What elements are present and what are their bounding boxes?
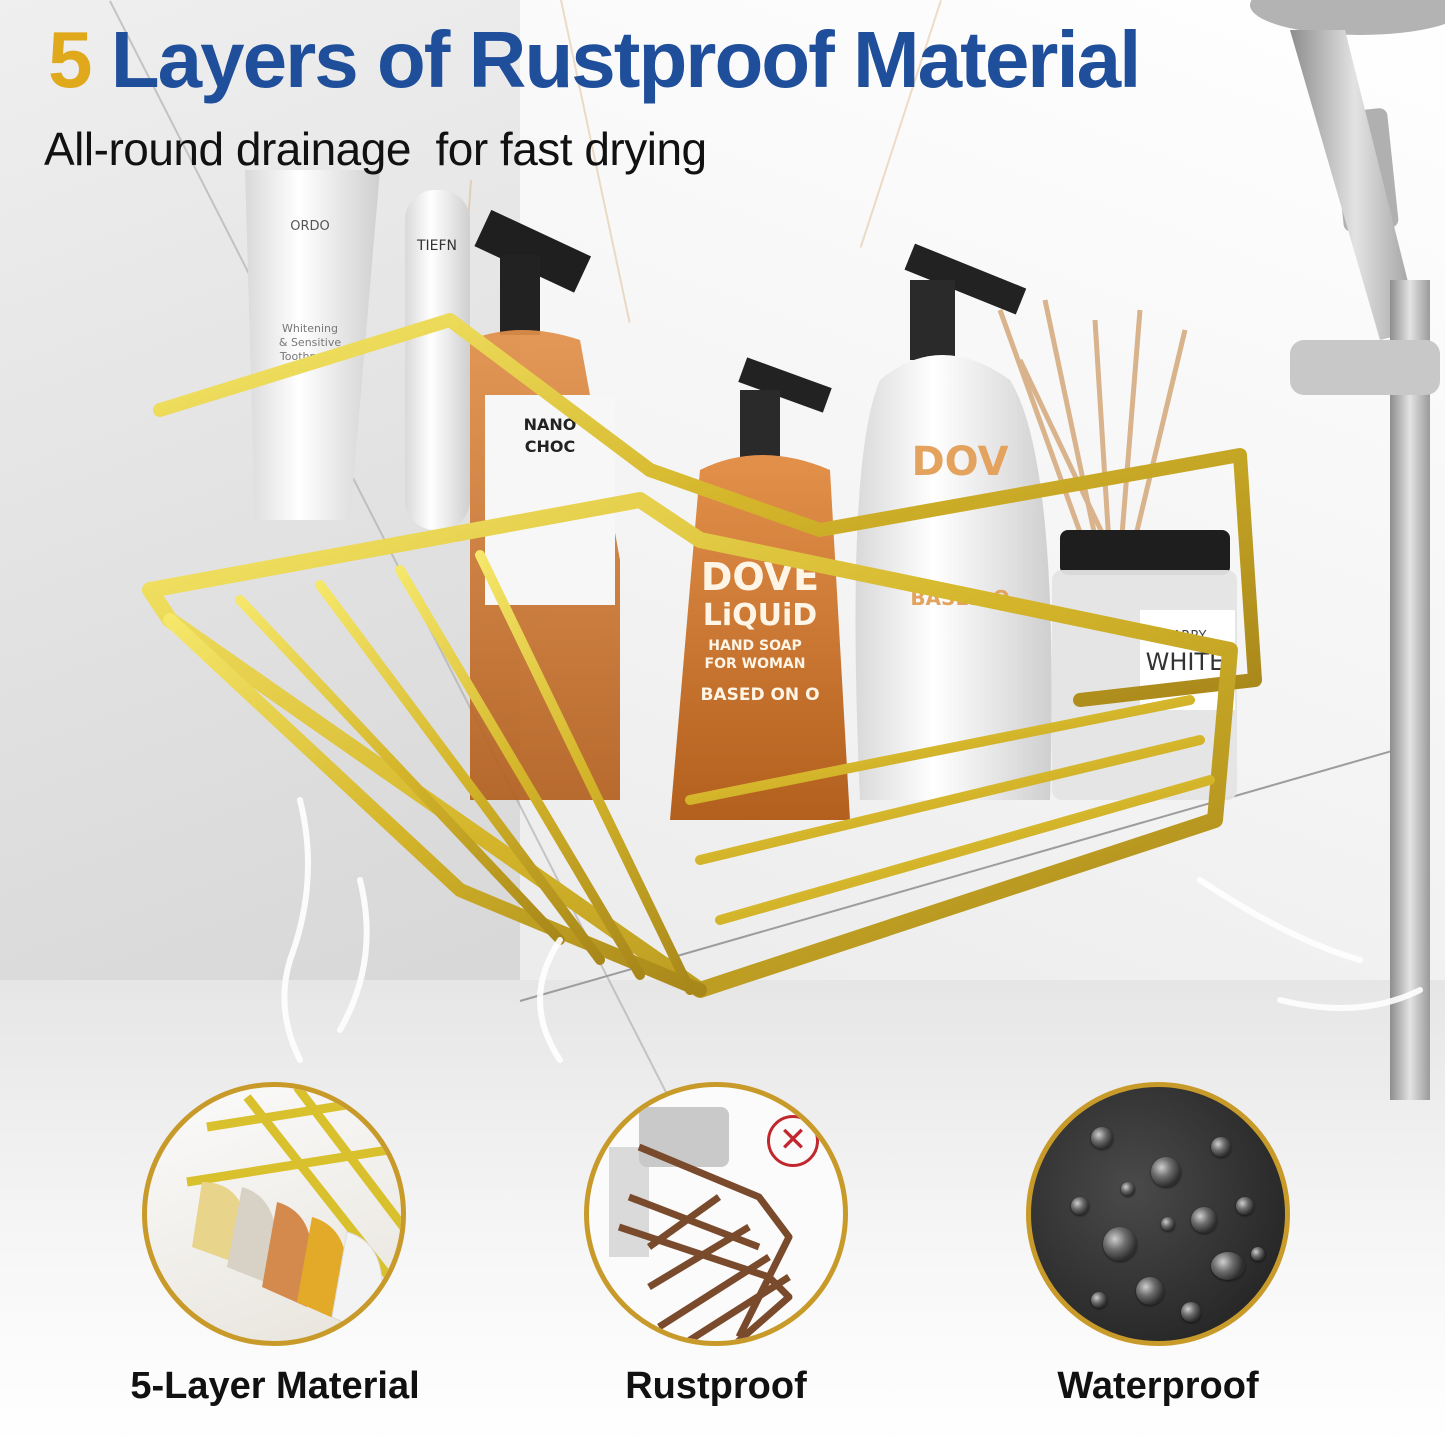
headline-text: Layers of Rustproof Material <box>110 15 1142 104</box>
svg-text:BASED ON O: BASED ON O <box>700 685 819 705</box>
page-headline: 5 Layers of Rustproof Material <box>48 20 1141 100</box>
product-scene: ORDO Whitening & Sensitive Toothpaste TI… <box>142 0 1445 1100</box>
feature-label-rustproof: Rustproof <box>625 1365 807 1407</box>
svg-text:FOR WOMAN: FOR WOMAN <box>705 656 806 672</box>
feature-badge-waterproof <box>1026 1082 1290 1346</box>
water-splash <box>281 797 1423 1063</box>
feature-badge-layers <box>142 1082 406 1346</box>
svg-text:HAND SOAP: HAND SOAP <box>708 638 801 654</box>
water-droplets-icon <box>1031 1087 1285 1341</box>
subheadline: All-round drainage for fast drying <box>44 123 707 175</box>
shower-head <box>1250 0 1445 1100</box>
face-oil-bottle: NANO CHOC <box>470 209 620 800</box>
svg-text:& Sensitive: & Sensitive <box>279 336 341 349</box>
svg-text:TIEFN: TIEFN <box>416 238 457 254</box>
svg-text:DOV: DOV <box>911 439 1008 485</box>
svg-text:Whitening: Whitening <box>282 322 338 335</box>
rusty-basket-icon <box>609 1107 793 1341</box>
svg-text:ORDO: ORDO <box>290 219 330 234</box>
feature-label-waterproof: Waterproof <box>1057 1365 1259 1407</box>
svg-text:CHOC: CHOC <box>525 437 575 456</box>
gold-shower-caddy <box>142 313 1262 998</box>
feature-badge-rustproof: ✕ <box>584 1082 848 1346</box>
feature-label-layers: 5-Layer Material <box>130 1365 420 1407</box>
headline-number: 5 <box>48 15 92 104</box>
svg-text:LiQUiD: LiQUiD <box>703 598 817 633</box>
svg-text:NANO: NANO <box>524 415 577 434</box>
layer-cross-section-icon <box>186 1087 401 1338</box>
cleanser-bottle: TIEFN <box>405 190 470 530</box>
toothpaste-tube: ORDO Whitening & Sensitive Toothpaste <box>245 170 380 520</box>
not-rusty-x-icon: ✕ <box>767 1115 819 1167</box>
hand-soap-bottle-amber: DOVE LiQUiD HAND SOAP FOR WOMAN BASED ON… <box>670 357 850 820</box>
